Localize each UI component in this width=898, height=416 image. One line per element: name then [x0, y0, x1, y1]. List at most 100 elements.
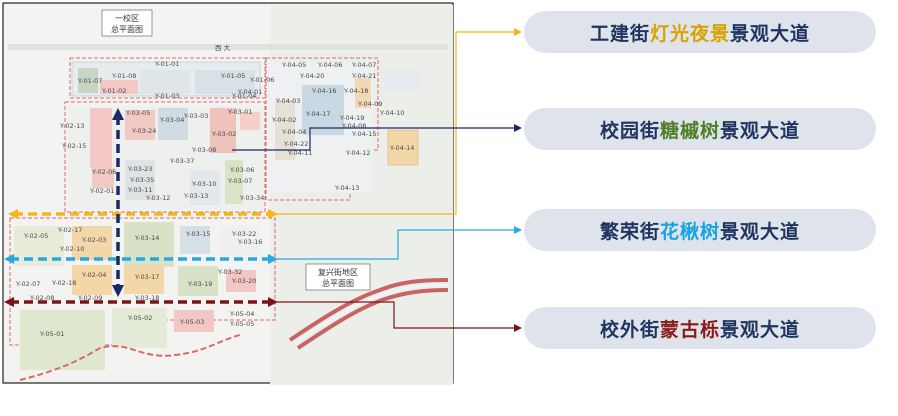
plot-label: Y-01-06: [249, 76, 274, 84]
plot-label: Y-02-01: [89, 187, 114, 195]
avenue-street: 工建街: [589, 22, 650, 45]
plot-label: Y-04-17: [305, 110, 330, 118]
plot-label: Y-04-16: [311, 87, 336, 95]
block: [178, 266, 218, 296]
plot-label: Y-03-22: [231, 230, 256, 238]
fuxing-label-box: [305, 263, 371, 291]
road-west: [8, 44, 448, 50]
plot-label: Y-02-18: [51, 279, 76, 287]
arrow-head-icon: [112, 108, 124, 120]
plot-label: Y-01-05: [220, 72, 245, 80]
arrow-head-icon: [514, 226, 522, 234]
plot-label: Y-03-18: [134, 294, 159, 302]
plot-label: Y-03-06: [229, 166, 254, 174]
avenue-suffix: 景观大道: [720, 220, 801, 243]
plot-label: Y-01-07: [77, 77, 102, 85]
avenue-tree: 蒙古栎: [659, 318, 720, 341]
block: [180, 226, 210, 254]
plot-label: Y-02-06: [91, 168, 116, 176]
plot-label: Y-03-01: [227, 108, 252, 116]
arrow-head-icon: [4, 254, 14, 264]
avenue-street: 校园街: [599, 119, 660, 142]
plot-label: Y-04-15: [351, 130, 376, 138]
avenue-suffix: 景观大道: [720, 318, 801, 341]
plot-label: Y-04-02: [271, 116, 296, 124]
campus-label-box: [101, 9, 153, 37]
block: [78, 68, 98, 93]
plot-label: Y-01-02: [101, 87, 126, 95]
plot-label: Y-03-16: [237, 238, 262, 246]
avenue-suffix: 景观大道: [730, 22, 811, 45]
avenue-street: 繁荣街: [599, 220, 660, 243]
plot-label: Y-04-20: [299, 72, 324, 80]
block: [125, 160, 155, 200]
road-label: 西 大: [215, 43, 231, 52]
arrow-head-icon: [4, 297, 14, 307]
plot-labels: Y-01-01 Y-01-02 Y-01-03 Y-01-04 Y-01-05 …: [15, 60, 414, 338]
avenue-tree: 花楸树: [659, 220, 720, 243]
block: [355, 78, 371, 108]
plot-label: Y-04-09: [357, 100, 382, 108]
block: [90, 108, 112, 168]
plot-label: Y-02-09: [77, 294, 102, 302]
river-edge: [288, 278, 449, 342]
arrow-head-icon: [514, 124, 522, 132]
plot-label: Y-04-10: [379, 109, 404, 117]
plot-label: Y-03-02: [211, 130, 236, 138]
connector-gongjian: [272, 31, 516, 215]
plot-label: Y-03-35: [129, 176, 154, 184]
campus-label-line2: 总平面图: [111, 24, 143, 34]
avenue-tree: 糖槭树: [659, 119, 720, 142]
plot-label: Y-05-01: [39, 330, 64, 338]
plot-label: Y-05-04: [229, 310, 254, 318]
plot-label: Y-03-32: [217, 268, 242, 276]
plot-label: Y-01-08: [111, 72, 136, 80]
block: [302, 85, 344, 135]
avenue-pill-fanrong: 繁荣街花楸树景观大道: [524, 209, 876, 251]
block: [275, 100, 295, 160]
block: [100, 80, 138, 94]
plot-label: Y-03-08: [191, 146, 216, 154]
plot-label: Y-02-04: [81, 271, 106, 279]
plot-label: Y-03-20: [231, 277, 256, 285]
plot-label: Y-03-04: [159, 116, 184, 124]
plot-label: Y-04-18: [343, 87, 368, 95]
plot-label: Y-03-13: [183, 192, 208, 200]
plot-label: Y-02-07: [15, 280, 40, 288]
plot-label: Y-03-37: [169, 157, 194, 165]
plot-label: Y-01-03: [154, 92, 179, 100]
block: [226, 270, 256, 292]
river-edge: [19, 334, 241, 381]
plot-label: Y-02-08: [29, 294, 54, 302]
plot-label: Y-05-05: [229, 320, 254, 328]
connector-xiaowai: [272, 301, 516, 329]
block: [92, 168, 114, 188]
river-water: [293, 283, 449, 346]
avenue-pill-xiaowai: 校外街蒙古栎景观大道: [524, 307, 876, 349]
plot-label: Y-04-19: [339, 114, 364, 122]
block: [174, 310, 214, 332]
plot-label: Y-02-13: [59, 122, 84, 130]
plot-label: Y-03-19: [187, 280, 212, 288]
plot-label: Y-03-15: [185, 230, 210, 238]
plot-label: Y-03-05: [125, 109, 150, 117]
plot-label: Y-04-14: [389, 144, 414, 152]
plot-label: Y-04-11: [287, 149, 312, 157]
block: [20, 310, 105, 370]
avenue-tree: 灯光夜景: [649, 22, 730, 45]
block: [112, 308, 167, 348]
campus-label: 一校区 总平面图: [101, 9, 153, 37]
plot-label: Y-02-10: [59, 245, 84, 253]
plot-label: Y-04-13: [334, 184, 359, 192]
plot-label: Y-02-15: [61, 142, 86, 150]
block: [225, 160, 243, 204]
block: [140, 70, 190, 94]
plot-label: Y-01-01: [154, 60, 179, 68]
block: [195, 70, 255, 94]
plot-label: Y-03-12: [145, 194, 170, 202]
fuxing-label-line2: 总平面图: [322, 278, 354, 288]
plot-label: Y-03-34: [239, 194, 264, 202]
avenue-street: 校外街: [599, 318, 660, 341]
connector-xiaoyuan: [232, 127, 516, 151]
plot-label: Y-03-17: [134, 273, 159, 281]
